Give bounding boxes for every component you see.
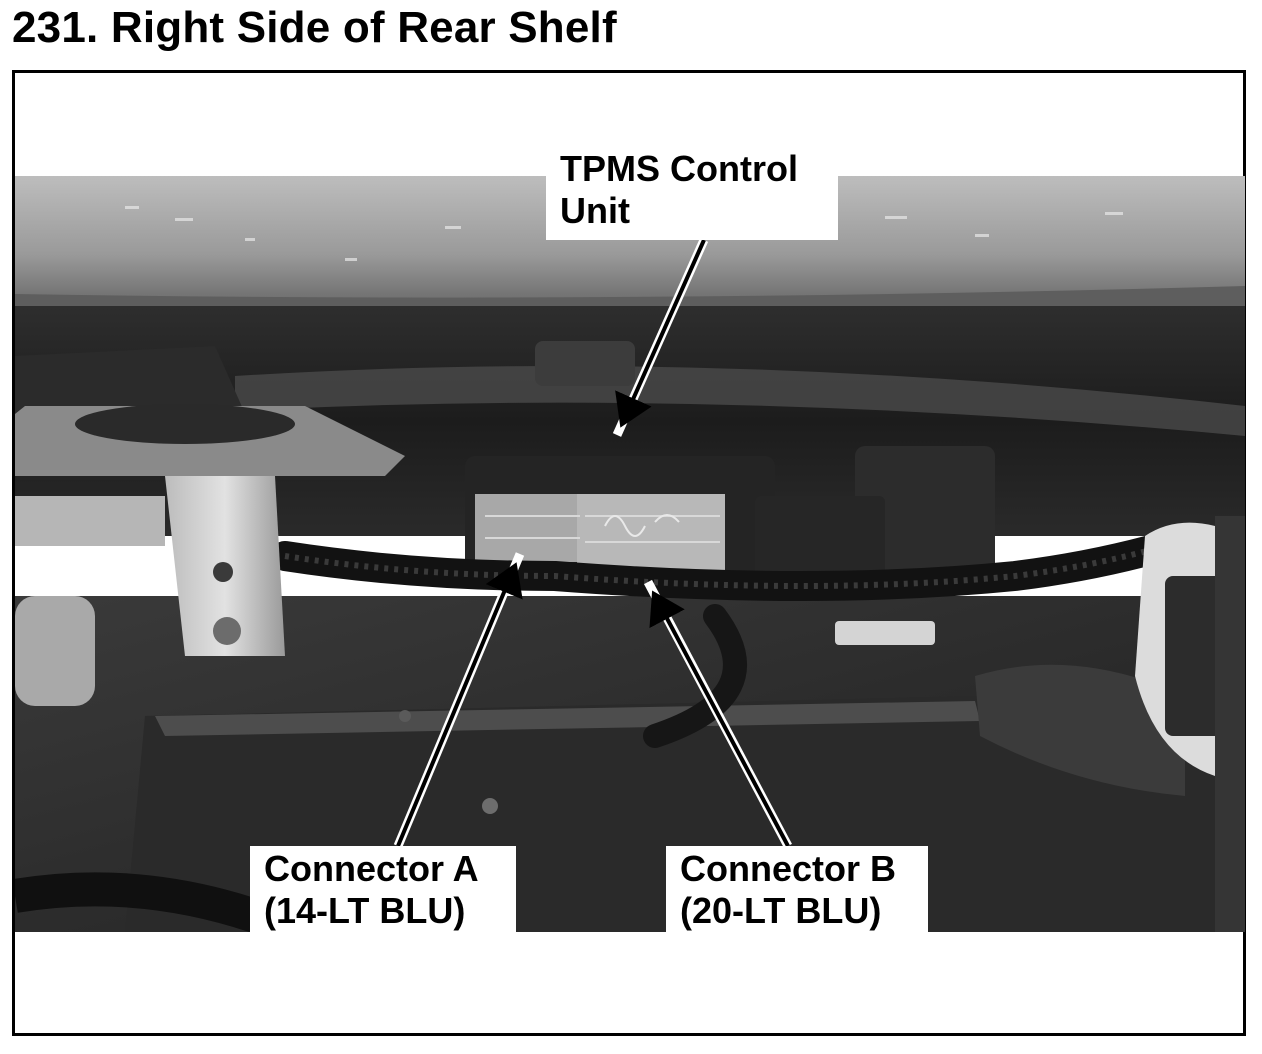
- connector-a-face: [475, 494, 587, 562]
- callout-connector-a-line2: (14-LT BLU): [264, 890, 466, 931]
- callout-connector-b-line1: Connector B: [680, 848, 896, 889]
- connector-b-face: [577, 494, 725, 572]
- callout-connector-a-line1: Connector A: [264, 848, 479, 889]
- callout-tpms-line1: TPMS Control: [560, 148, 798, 189]
- callout-connector-b-line2: (20-LT BLU): [680, 890, 882, 931]
- window-reflections: [125, 206, 1123, 261]
- figure-title: 231. Right Side of Rear Shelf: [12, 3, 617, 52]
- callout-tpms-line2: Unit: [560, 190, 630, 231]
- callout-tpms-control-unit: TPMS Control Unit: [546, 146, 838, 240]
- callout-connector-b: Connector B (20-LT BLU): [666, 846, 928, 936]
- vehicle-photo: [15, 176, 1245, 932]
- callout-connector-a: Connector A (14-LT BLU): [250, 846, 516, 936]
